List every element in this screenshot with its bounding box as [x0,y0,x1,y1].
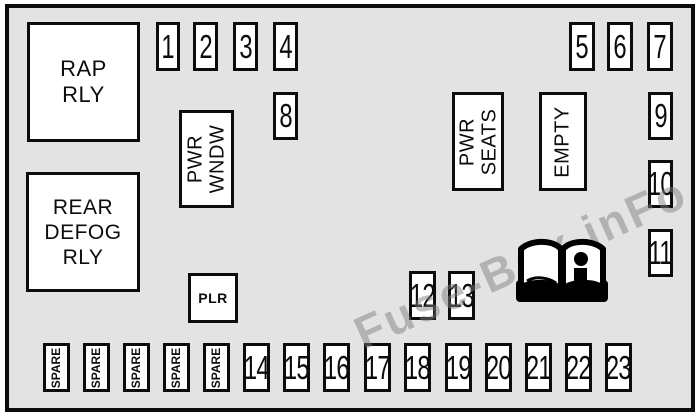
pwr-wndw-box: PWR WNDW [179,110,234,208]
fuse-2: 2 [193,22,218,71]
fuse-9-number: 9 [654,97,667,134]
fuse-13: 13 [448,271,475,320]
fuse-3: 3 [233,22,258,71]
plr-label: PLR [198,290,228,306]
fuse-15: 15 [283,343,310,392]
fuse-1-number: 1 [161,27,175,65]
empty-box: EMPTY [539,92,587,191]
fuse-21-number: 21 [526,348,552,386]
fuse-22-number: 22 [566,348,592,386]
fuse-5-number: 5 [575,27,589,65]
fuse-7: 7 [647,22,673,71]
fuse-6: 6 [607,22,633,71]
empty-label: EMPTY [552,105,574,178]
fuse-12: 12 [409,271,436,320]
fuse-20: 20 [485,343,512,392]
fuse-13-number: 13 [449,276,475,314]
fuse-20-number: 20 [486,348,512,386]
fuse-8-number: 8 [279,97,292,134]
rap-relay-box: RAP RLY [27,22,140,142]
fuse-11: 11 [648,229,673,277]
fuse-17: 17 [364,343,391,392]
spare-3-label: SPARE [129,347,144,388]
fuse-21: 21 [525,343,552,392]
fuse-11-number: 11 [648,234,673,271]
spare-5-label: SPARE [209,347,224,388]
fuse-22: 22 [565,343,592,392]
spare-1-label: SPARE [49,347,64,388]
plr-box: PLR [188,273,238,323]
fuse-10-number: 10 [648,165,674,202]
fuse-2-number: 2 [199,27,212,65]
spare-4-label: SPARE [169,347,184,388]
spare-fuse-3: SPARE [123,343,150,392]
fuse-6-number: 6 [613,27,627,65]
fuse-4-number: 4 [279,27,292,65]
fuse-17-number: 17 [365,348,391,386]
fuse-3-number: 3 [239,27,252,65]
fuse-7-number: 7 [653,27,667,65]
fuse-16: 16 [323,343,350,392]
spare-fuse-2: SPARE [83,343,110,392]
fuse-19: 19 [445,343,472,392]
open-book-info-icon [516,238,608,302]
fuse-14-number: 14 [244,348,270,386]
fuse-1: 1 [156,22,180,71]
rear-defog-relay-label: REAR DEFOG RLY [44,195,122,269]
fuse-15-number: 15 [284,348,310,386]
pwr-wndw-label: PWR WNDW [184,124,229,194]
fuse-14: 14 [243,343,270,392]
fuse-5: 5 [569,22,595,71]
spare-fuse-1: SPARE [43,343,70,392]
fuse-16-number: 16 [324,348,350,386]
spare-2-label: SPARE [89,347,104,388]
rap-relay-label: RAP RLY [60,56,107,107]
fuse-8: 8 [273,92,298,140]
spare-fuse-5: SPARE [203,343,230,392]
pwr-seats-box: PWR SEATS [452,92,504,191]
fuse-12-number: 12 [410,276,436,314]
fuse-9: 9 [648,92,673,140]
fuse-19-number: 19 [446,348,472,386]
fuse-23: 23 [605,343,632,392]
fuse-10: 10 [648,160,674,208]
spare-fuse-4: SPARE [163,343,190,392]
fuse-18: 18 [404,343,431,392]
pwr-seats-label: PWR SEATS [456,108,500,175]
fuse-23-number: 23 [606,348,632,386]
rear-defog-relay-box: REAR DEFOG RLY [26,172,140,292]
fuse-4: 4 [273,22,298,71]
fuse-18-number: 18 [405,348,431,386]
